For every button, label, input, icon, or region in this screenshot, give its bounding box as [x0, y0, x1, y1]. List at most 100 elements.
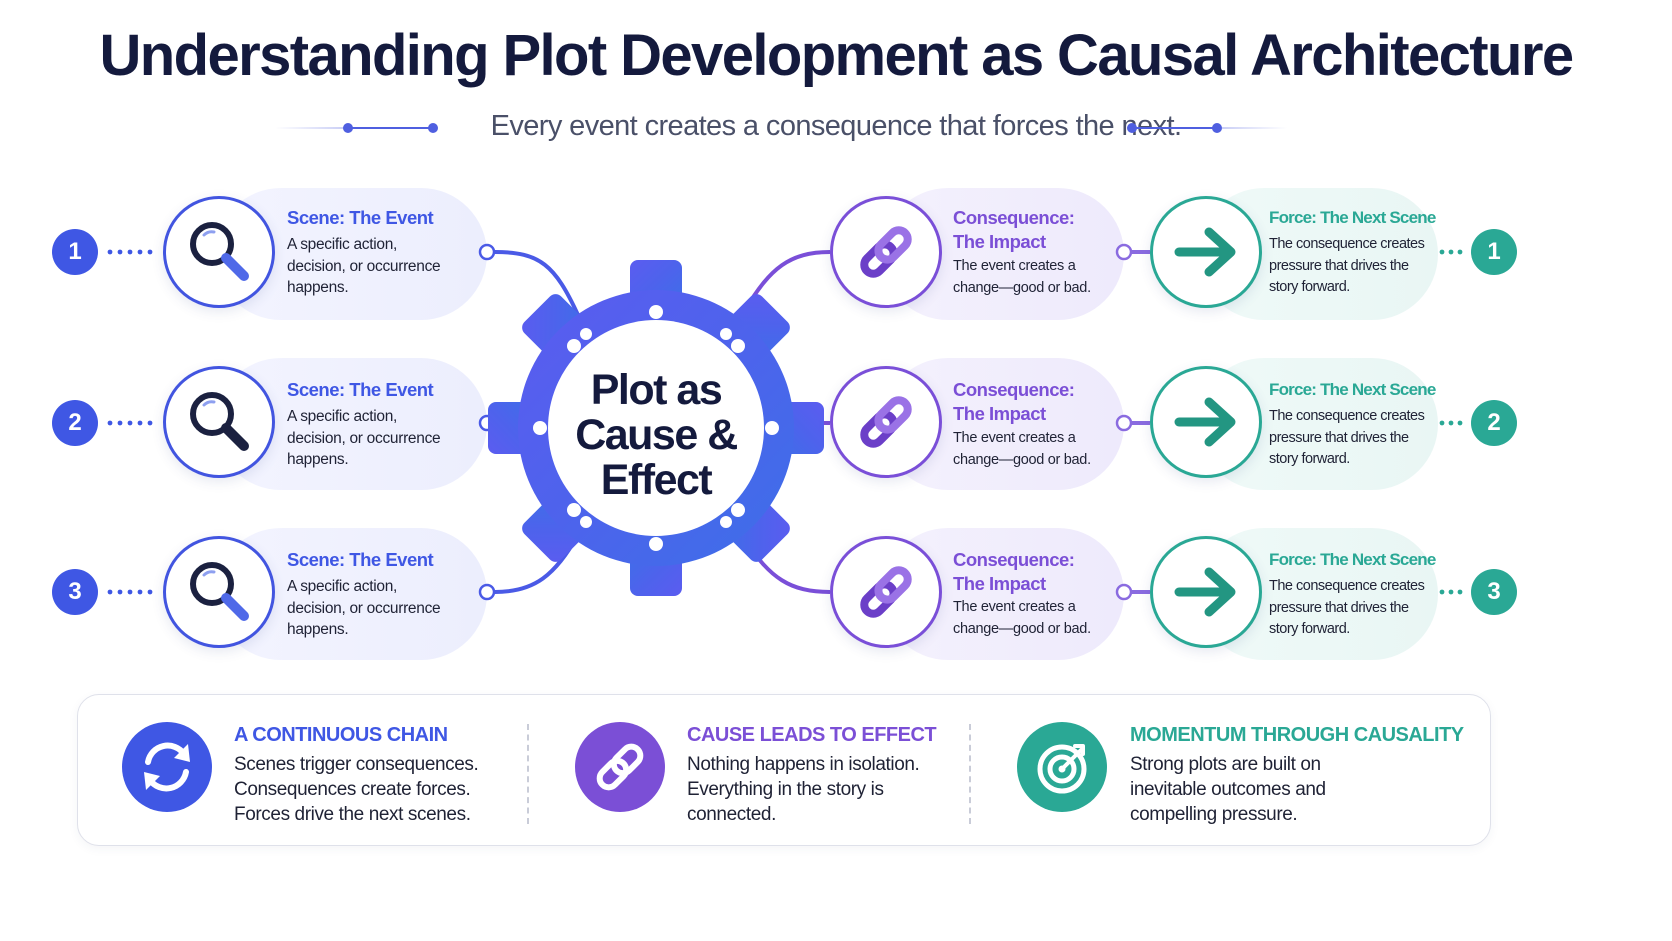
event-desc-line: happens.	[287, 621, 349, 638]
event-desc-3: A specific action, decision, or occurren…	[287, 576, 441, 641]
summary-title-2: CAUSE LEADS TO EFFECT	[687, 724, 937, 746]
force-icon-circle-1	[1150, 196, 1262, 308]
gear-icon	[488, 260, 824, 596]
event-icon-circle-2	[163, 366, 275, 478]
center-line-2: Cause &	[575, 411, 738, 459]
consequence-desc-line: change—good or bad.	[953, 451, 1091, 468]
consequence-title-line: The Impact	[953, 231, 1046, 252]
consequence-title-line: Consequence:	[953, 207, 1075, 228]
event-title-3: Scene: The Event	[287, 549, 434, 570]
magnifying-glass-icon	[190, 562, 249, 621]
center-gear-label: Plot as Cause & Effect	[556, 368, 756, 503]
subtitle-dot-right-b	[1212, 123, 1222, 133]
consequence-icon-circle-2	[830, 366, 942, 478]
summary-line: Everything in the story is	[687, 779, 884, 800]
step-number-left-3: 3	[52, 569, 98, 615]
force-title-2: Force: The Next Scene	[1269, 380, 1436, 399]
summary-icon-circle-1	[122, 722, 212, 812]
dotted-leaders-left	[107, 249, 153, 595]
summary-icon-circle-2	[575, 722, 665, 812]
consequence-desc-line: The event creates a	[953, 599, 1076, 615]
event-desc-1: A specific action, decision, or occurren…	[287, 234, 441, 299]
event-desc-line: A specific action,	[287, 408, 398, 425]
summary-icon-circle-3	[1017, 722, 1107, 812]
force-desc-1: The consequence creates pressure that dr…	[1269, 234, 1425, 299]
subtitle-line-left	[350, 127, 435, 129]
consequence-desc-line: change—good or bad.	[953, 279, 1091, 296]
force-title-3: Force: The Next Scene	[1269, 550, 1436, 569]
event-desc-line: decision, or occurrence	[287, 429, 441, 447]
consequence-desc-line: The event creates a	[953, 430, 1076, 446]
force-desc-line: story forward.	[1269, 279, 1350, 295]
consequence-icon-circle-3	[830, 536, 942, 648]
summary-desc-3: Strong plots are built on inevitable out…	[1130, 752, 1326, 827]
summary-line: inevitable outcomes and	[1130, 779, 1326, 800]
force-desc-2: The consequence creates pressure that dr…	[1269, 406, 1425, 471]
event-title-2: Scene: The Event	[287, 379, 434, 400]
force-icon-circle-3	[1150, 536, 1262, 648]
event-desc-line: A specific action,	[287, 578, 398, 595]
consequence-desc-1: The event creates a change—good or bad.	[953, 256, 1091, 299]
step-number-right-3: 3	[1471, 569, 1517, 615]
summary-line: Nothing happens in isolation.	[687, 754, 920, 775]
summary-line: connected.	[687, 804, 776, 825]
subtitle: Every event creates a consequence that f…	[490, 110, 1182, 142]
step-number-left-1: 1	[52, 229, 98, 275]
step-number-right-2: 2	[1471, 400, 1517, 446]
summary-line: compelling pressure.	[1130, 804, 1298, 825]
chain-link-icon	[860, 566, 912, 618]
subtitle-dot-right-a	[1127, 123, 1137, 133]
subtitle-fade-line-left	[275, 127, 345, 129]
connector-ring	[1115, 243, 1133, 261]
force-desc-line: pressure that drives the	[1269, 429, 1409, 446]
summary-divider-1	[527, 724, 529, 824]
dotted-leaders-right	[1439, 249, 1463, 595]
consequence-title-line: The Impact	[953, 573, 1046, 594]
force-desc-line: story forward.	[1269, 621, 1350, 637]
force-desc-line: pressure that drives the	[1269, 257, 1409, 274]
event-desc-2: A specific action, decision, or occurren…	[287, 406, 441, 471]
consequence-title-line: Consequence:	[953, 549, 1075, 570]
connector-event-1	[494, 250, 580, 316]
force-desc-line: story forward.	[1269, 451, 1350, 467]
link-icon	[596, 743, 644, 791]
connector-ring	[1115, 583, 1133, 601]
subtitle-line-right	[1134, 127, 1219, 129]
force-title-1: Force: The Next Scene	[1269, 208, 1436, 227]
force-desc-line: The consequence creates	[1269, 578, 1425, 594]
consequence-title-1: Consequence: The Impact	[953, 206, 1075, 254]
consequence-title-3: Consequence: The Impact	[953, 548, 1075, 596]
subtitle-dot-left-a	[343, 123, 353, 133]
consequence-icon-circle-1	[830, 196, 942, 308]
force-desc-3: The consequence creates pressure that dr…	[1269, 576, 1425, 641]
target-icon	[1037, 744, 1087, 794]
step-number-right-1: 1	[1471, 229, 1517, 275]
event-desc-line: decision, or occurrence	[287, 257, 441, 275]
consequence-desc-line: The event creates a	[953, 258, 1076, 274]
summary-panel	[77, 694, 1491, 846]
consequence-desc-2: The event creates a change—good or bad.	[953, 428, 1091, 471]
center-line-1: Plot as	[590, 366, 723, 414]
event-icon-circle-3	[163, 536, 275, 648]
summary-desc-1: Scenes trigger consequences. Consequence…	[234, 752, 479, 827]
subtitle-dot-left-b	[428, 123, 438, 133]
consequence-title-2: Consequence: The Impact	[953, 378, 1075, 426]
center-line-3: Effect	[600, 456, 713, 504]
event-icon-circle-1	[163, 196, 275, 308]
consequence-desc-3: The event creates a change—good or bad.	[953, 597, 1091, 640]
page-title: Understanding Plot Development as Causal…	[99, 23, 1575, 88]
chain-link-icon	[860, 226, 912, 278]
force-desc-line: The consequence creates	[1269, 408, 1425, 424]
magnifying-glass-icon	[190, 392, 249, 451]
summary-line: Consequences create forces.	[234, 779, 471, 800]
summary-divider-2	[969, 724, 971, 824]
summary-line: Scenes trigger consequences.	[234, 754, 479, 775]
summary-line: Forces drive the next scenes.	[234, 804, 471, 825]
consequence-desc-line: change—good or bad.	[953, 620, 1091, 637]
connector-ring	[1115, 414, 1133, 432]
chain-link-icon	[860, 396, 912, 448]
force-desc-line: The consequence creates	[1269, 236, 1425, 252]
magnifying-glass-icon	[190, 222, 249, 281]
connector-ring	[478, 583, 496, 601]
